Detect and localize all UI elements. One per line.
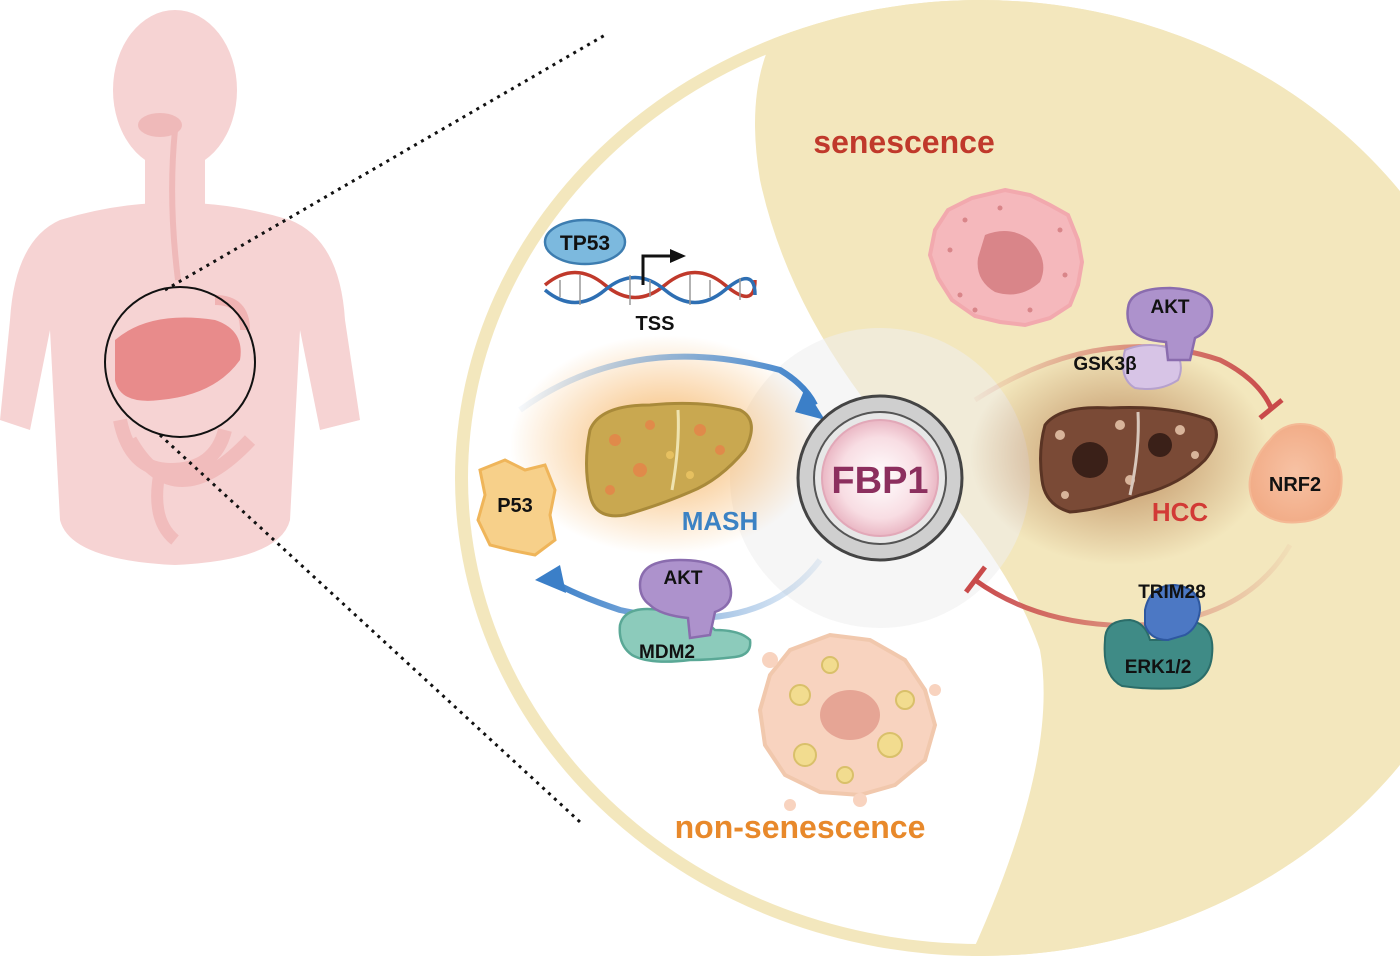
mash-liver [585,401,753,518]
erk12-protein [1103,618,1214,690]
transcription-arrow [641,254,672,285]
mash-label: MASH [682,506,759,536]
tp53-ellipse [543,218,627,266]
p53-label: P53 [497,495,533,517]
nrf2-label: NRF2 [1269,474,1321,496]
akt-top-label: AKT [1150,297,1189,318]
akt-protein-bottom [638,558,733,640]
non-senescence-label: non-senescence [675,809,926,845]
p53-protein [476,458,557,557]
mdm2-label: MDM2 [639,642,695,663]
magnifier-circle [104,286,256,438]
trim28-protein [1144,583,1202,642]
tp53-label: TP53 [560,232,610,255]
fbp1-node [796,394,964,562]
non-senescent-cell [757,632,941,811]
liver-in-body [115,317,241,401]
fbp1-label: FBP1 [831,460,928,502]
dna-helix [543,270,757,305]
blue-arrow-top [518,353,818,413]
senescence-label: senescence [813,124,994,160]
akt-protein-top [1126,286,1214,362]
akt-bottom-label: AKT [663,568,702,589]
hcc-liver [1039,406,1218,514]
tss-label: TSS [636,313,675,335]
erk12-label: ERK1/2 [1125,657,1192,678]
hcc-label: HCC [1152,497,1209,527]
trim28-label: TRIM28 [1138,582,1206,603]
senescent-cell [927,187,1085,328]
nrf2-protein [1248,423,1343,524]
gsk3b-label: GSK3β [1073,354,1136,375]
